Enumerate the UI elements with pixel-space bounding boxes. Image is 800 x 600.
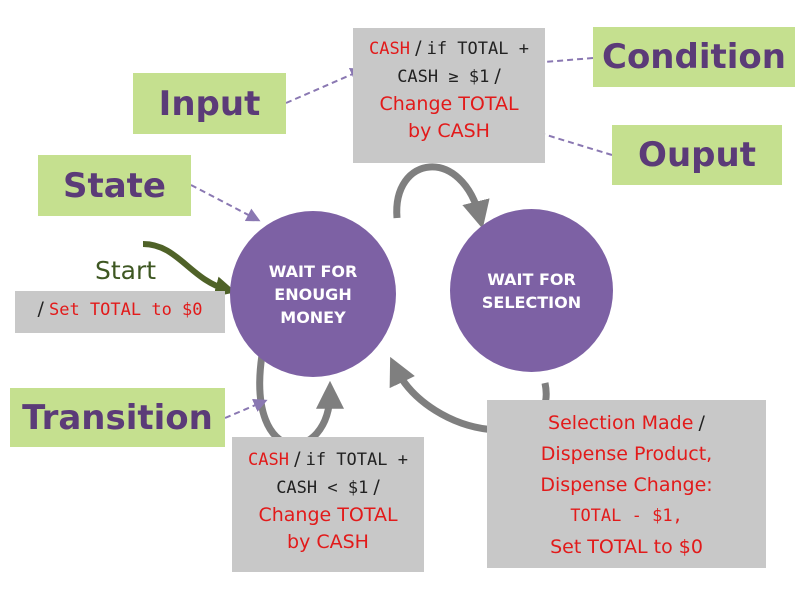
state-label: State: [38, 155, 191, 216]
bottom-slash-2: /: [373, 476, 380, 498]
input-label: Input: [133, 73, 286, 134]
top-input-text: CASH: [369, 39, 410, 59]
top-slash-1: /: [415, 37, 422, 59]
selection-output-line-4: Set TOTAL to $0: [550, 536, 703, 558]
selection-transition-box: Selection Made / Dispense Product, Dispe…: [487, 400, 766, 568]
transition-label: Transition: [10, 388, 225, 447]
top-output-line-1: Change TOTAL: [379, 93, 519, 115]
state-money-line-1: WAIT FOR: [268, 261, 358, 281]
state-selection-line-1: WAIT FOR: [487, 269, 576, 289]
bottom-slash-1: /: [294, 448, 301, 470]
top-condition-line-1: if TOTAL +: [426, 39, 529, 59]
bottom-output-line-2: by CASH: [287, 531, 369, 553]
start-label: Start: [95, 256, 157, 285]
state-money-line-2: ENOUGH: [274, 284, 352, 304]
selection-output-line-3: TOTAL - $1,: [570, 506, 683, 526]
top-slash-2: /: [494, 65, 501, 87]
top-condition-line-2: CASH ≥ $1: [397, 67, 490, 87]
bottom-condition-line-1: if TOTAL +: [305, 450, 408, 470]
top-transition-arrow: [393, 163, 490, 229]
bottom-output-line-1: Change TOTAL: [258, 504, 398, 526]
bottom-input-text: CASH: [248, 450, 289, 470]
bottom-condition-line-2: CASH < $1: [276, 478, 369, 498]
bottom-transition-box: CASH / if TOTAL + CASH < $1 / Change TOT…: [232, 437, 424, 572]
top-output-line-2: by CASH: [408, 120, 490, 142]
selection-slash: /: [698, 412, 705, 434]
top-transition-box: CASH / if TOTAL + CASH ≥ $1 / Change TOT…: [353, 28, 545, 163]
initial-action-box: / Set TOTAL to $0: [15, 291, 225, 333]
selection-output-line-1: Dispense Product,: [540, 443, 713, 465]
transition-callout: [224, 398, 268, 419]
selection-input-text: Selection Made: [548, 412, 694, 434]
start-arrow: [142, 241, 237, 297]
state-money-line-3: MONEY: [280, 307, 346, 327]
condition-label: Condition: [593, 27, 795, 87]
state-wait-for-enough-money: WAIT FOR ENOUGH MONEY: [230, 211, 396, 377]
selection-output-line-2: Dispense Change:: [540, 474, 713, 496]
initial-action-slash: /: [37, 298, 44, 320]
input-callout: [285, 68, 365, 104]
state-callout: [190, 184, 261, 222]
state-selection-line-2: SELECTION: [481, 292, 582, 312]
initial-action-text: Set TOTAL to $0: [48, 300, 203, 320]
state-wait-for-selection: WAIT FOR SELECTION: [450, 209, 613, 372]
output-label: Ouput: [612, 125, 782, 185]
